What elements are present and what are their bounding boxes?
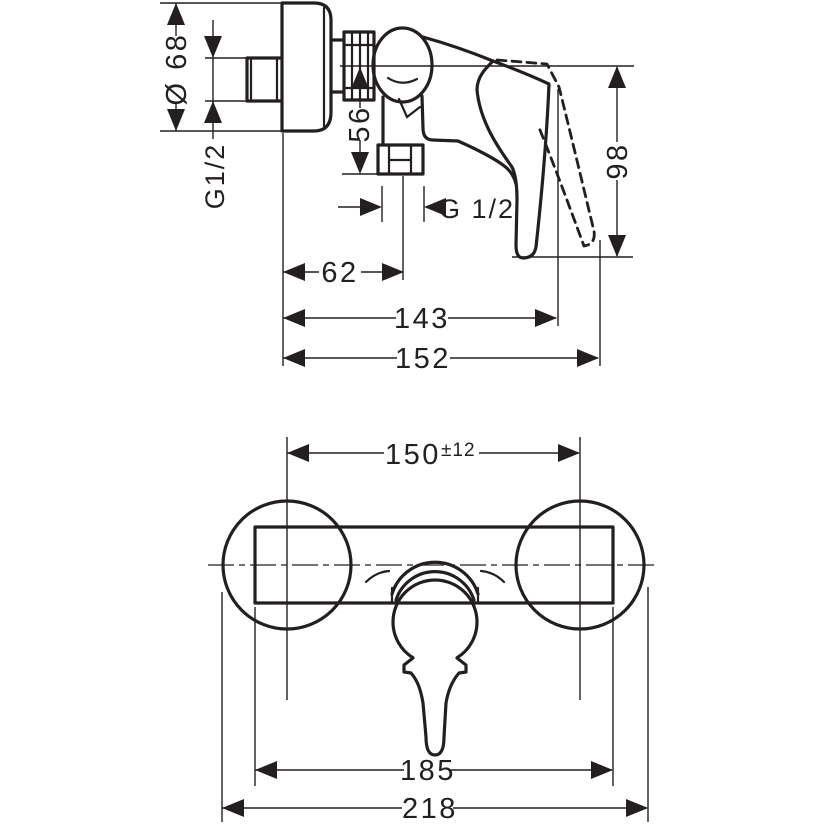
dome-transition-curves — [364, 569, 506, 584]
dimension-arrow — [591, 761, 613, 779]
handle-stem-outline — [402, 656, 468, 757]
dim-overall-depth: 152 — [395, 343, 451, 375]
dimension-arrow — [204, 101, 222, 123]
dimension-arrow — [608, 66, 626, 88]
dimension-arrow — [283, 349, 305, 367]
front-view-dimension-lines — [221, 437, 649, 822]
handle-lever-outline — [475, 59, 551, 260]
mixer-body-bar — [253, 525, 615, 605]
dim-depth-to-handle: 143 — [394, 303, 450, 335]
dim-outlet-drop: 56 — [344, 105, 376, 142]
body-outlet-outline — [376, 95, 425, 176]
dimension-arrow — [382, 263, 404, 281]
dome-edge-ticks — [390, 586, 480, 605]
housing-shoulder — [420, 94, 518, 186]
union-nut-outline — [329, 30, 376, 102]
side-view: Ø 68 G1/2 56 G 1/2 98 62 143 152 — [160, 1, 634, 375]
dim-handle-depth: 98 — [602, 142, 634, 179]
dim-overall-width: 218 — [402, 793, 458, 825]
dimension-arrow — [167, 3, 185, 25]
dimension-arrow — [222, 799, 244, 817]
spout-flap-detail — [397, 97, 422, 119]
dim-connection-tolerance: ±12 — [441, 440, 476, 461]
wall-nipple-details — [249, 56, 279, 103]
dimension-arrow — [283, 309, 305, 327]
wall-nipple-outline — [245, 56, 283, 103]
dimension-arrow — [204, 36, 222, 58]
housing-top-edge — [421, 35, 495, 63]
dim-wall-thread: G1/2 — [200, 143, 230, 210]
dimension-arrow — [351, 152, 369, 174]
dimension-arrow — [360, 198, 382, 216]
union-nut-facets — [342, 30, 376, 102]
dimension-arrow — [283, 263, 305, 281]
dimension-arrow — [287, 444, 309, 462]
dim-connection-distance: 150 — [385, 439, 441, 471]
dimension-arrow — [577, 349, 599, 367]
dimension-arrow — [351, 67, 369, 89]
handle-lever-alt-position — [495, 58, 596, 248]
valve-body-sphere — [371, 26, 434, 104]
handle-boss-circle — [391, 578, 479, 666]
dim-outlet-offset: 62 — [321, 257, 358, 289]
dimension-arrow — [608, 235, 626, 257]
right-escutcheon-circle — [514, 499, 646, 631]
dimension-arrow — [167, 109, 185, 131]
dimension-arrow — [626, 799, 648, 817]
wall-flange-outline — [280, 1, 333, 133]
dimension-arrow — [558, 444, 580, 462]
left-escutcheon-circle — [221, 499, 353, 631]
valve-body-detail-arc — [386, 76, 419, 84]
dimension-arrow — [535, 309, 557, 327]
dim-body-width: 185 — [400, 755, 456, 787]
dim-flange-diameter: Ø 68 — [161, 33, 193, 106]
dimension-arrow — [255, 761, 277, 779]
outlet-facets — [387, 143, 413, 176]
dim-outlet-thread: G 1/2 — [439, 194, 515, 224]
front-view: 150 ±12 185 218 — [208, 437, 656, 825]
cartridge-dome-arcs — [390, 560, 480, 602]
